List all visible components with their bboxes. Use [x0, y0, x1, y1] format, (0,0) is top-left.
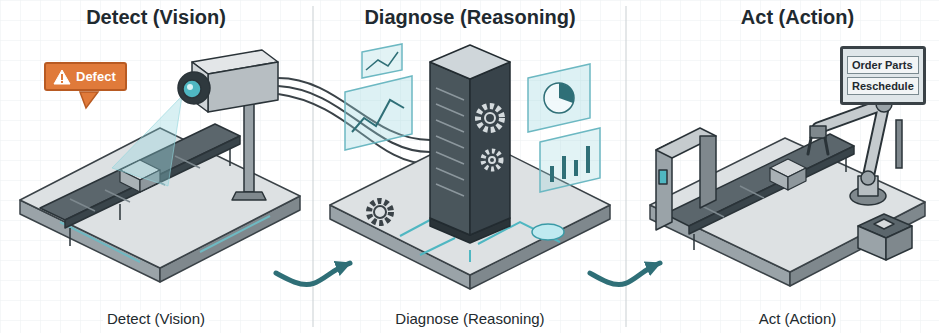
conveyor-belt [845, 158, 847, 172]
hologram-panel [528, 64, 590, 132]
action-screen: Order PartsReschedule [840, 46, 926, 105]
sensor-disc [532, 224, 564, 240]
parts-bin [858, 226, 886, 260]
server-tower [436, 88, 464, 196]
camera [208, 62, 278, 112]
inspection-gate [656, 128, 716, 230]
gear-icon [374, 206, 386, 218]
stage-heading: Act (Action) [741, 0, 854, 29]
panel-separator [313, 6, 626, 327]
parts-bin [886, 226, 912, 260]
hologram-panel [366, 52, 398, 70]
inspection-gate [659, 170, 667, 184]
action-button: Reschedule [847, 77, 919, 95]
hologram-panel [552, 146, 588, 182]
screen-stand [896, 120, 902, 168]
warning-icon [61, 74, 63, 80]
hologram-panel [574, 160, 578, 176]
robot-arm [818, 104, 884, 178]
product-box [770, 168, 788, 190]
conveyor-belt [69, 228, 71, 246]
stage-heading: Diagnose (Reasoning) [364, 0, 575, 29]
camera [232, 192, 266, 200]
stage-caption: Act (Action) [755, 310, 841, 333]
robot-arm [808, 138, 828, 154]
server-tower [430, 62, 470, 235]
robot-arm [818, 104, 884, 178]
hologram-panel [352, 100, 404, 132]
camera [187, 84, 193, 90]
robot-arm [810, 126, 826, 138]
stage-heading: Detect (Vision) [86, 0, 226, 29]
callout-pointer [80, 92, 98, 108]
stage-caption: Diagnose (Reasoning) [391, 310, 548, 333]
conveyor-belt [693, 234, 695, 250]
stage-panel: Order PartsRescheduleAct (Action)Act (Ac… [660, 0, 935, 333]
defect-callout: Defect [44, 62, 127, 91]
hologram-panel [362, 44, 402, 78]
hologram-panel [559, 83, 574, 103]
flow-arrow [590, 263, 660, 285]
camera [178, 72, 210, 104]
gear-icon [485, 113, 495, 123]
parts-bin [858, 214, 912, 260]
camera [178, 50, 278, 200]
callout-label: Defect [76, 69, 116, 84]
hologram-panel [562, 156, 566, 179]
stage-panel: DefectDetect (Vision)Detect (Vision) [36, 0, 276, 333]
light-beam [112, 96, 182, 186]
hologram-panel [550, 166, 554, 182]
hologram-panel [586, 146, 590, 173]
parts-bin [874, 219, 894, 229]
gear-icon [489, 157, 495, 163]
gear-icon [478, 106, 502, 130]
camera [183, 80, 201, 98]
robot-arm [876, 96, 892, 112]
warning-icon [54, 70, 70, 84]
panel-separator [626, 6, 627, 327]
floor-marking [60, 222, 140, 262]
callout-pointer [80, 92, 98, 108]
screen-stand [896, 120, 902, 168]
warning-icon [61, 81, 63, 83]
action-button: Order Parts [847, 56, 919, 74]
gear-icon [478, 106, 502, 169]
panel-separator [313, 6, 314, 327]
flow-arrow [276, 263, 350, 285]
camera [244, 100, 254, 192]
stage-caption: Detect (Vision) [103, 310, 209, 333]
hologram-panel [544, 83, 574, 113]
gear-icon [369, 201, 391, 223]
floor-marking [60, 216, 270, 262]
hologram-panel [540, 128, 600, 192]
conveyor-belt [119, 204, 121, 220]
warning-icon [53, 69, 71, 85]
gear-icon [483, 151, 501, 169]
light-beam [112, 96, 182, 186]
server-tower [430, 45, 510, 243]
product-box [770, 159, 806, 190]
hologram-panel [345, 76, 412, 150]
server-tower [470, 62, 510, 235]
product-box [788, 168, 806, 190]
gear-icon [369, 201, 391, 223]
hologram-panel [345, 44, 600, 192]
robot-arm [861, 171, 875, 185]
floor-marking [200, 216, 270, 252]
conveyor-belt [665, 134, 854, 250]
server-tower [430, 45, 510, 79]
stage-panel: Diagnose (Reasoning) Diagnose (Reasoning) [350, 0, 590, 333]
sensor-disc [532, 224, 564, 240]
conveyor-belt [229, 148, 231, 166]
inspection-gate [700, 136, 716, 208]
robot-arm [808, 96, 892, 205]
circuit-trace [420, 238, 455, 255]
circuit-trace [469, 250, 471, 262]
